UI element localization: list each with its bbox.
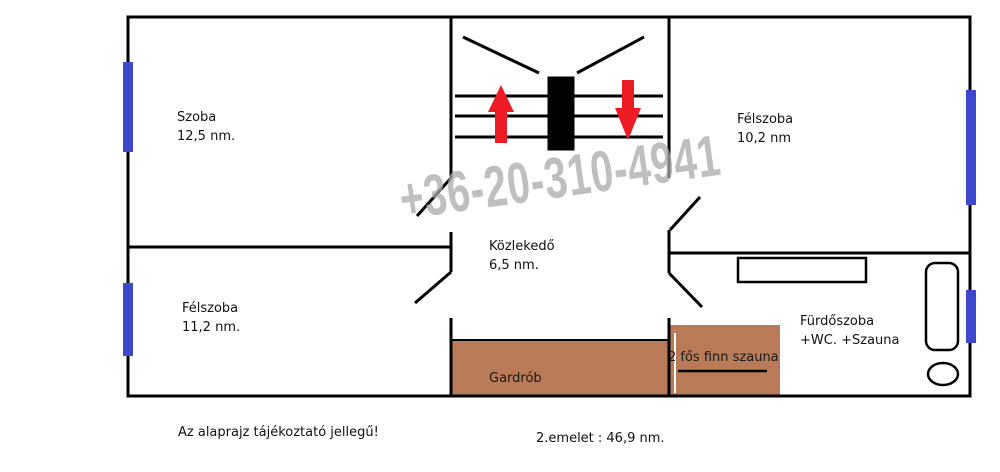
room-label-felszoba-right: Félszoba 10,2 nm: [737, 110, 793, 148]
disclaimer-note: Az alaprajz tájékoztató jellegű!: [178, 425, 379, 440]
room-area: 6,5 nm.: [489, 258, 539, 273]
arrow-down-icon: [615, 80, 641, 140]
room-area: +WC. +Szauna: [800, 333, 900, 348]
floor-info: 2.emelet : 46,9 nm.: [536, 431, 665, 446]
windows: [123, 62, 976, 356]
wardrobe-area: [450, 339, 670, 397]
room-area: 12,5 nm.: [177, 129, 236, 144]
toilet: [926, 361, 960, 387]
wardrobe-label: Gardrób: [489, 371, 542, 386]
bathtub: [736, 256, 868, 284]
room-name: Félszoba: [737, 112, 794, 127]
room-label-furdoszoba: Fürdőszoba +WC. +Szauna: [800, 312, 899, 350]
shower: [924, 261, 960, 352]
arrow-up-icon: [488, 85, 514, 143]
room-label-felszoba-left: Félszoba 11,2 nm.: [182, 299, 240, 337]
room-name: Szoba: [177, 110, 217, 125]
room-name: Félszoba: [182, 301, 239, 316]
sauna-label: 2 fős finn szauna: [668, 350, 779, 365]
room-name: Közlekedő: [489, 239, 555, 254]
walls: [126, 15, 972, 398]
room-label-kozlekedo: Közlekedő 6,5 nm.: [489, 237, 555, 275]
room-area: 11,2 nm.: [182, 320, 241, 335]
room-area: 10,2 nm: [737, 131, 791, 146]
sauna-area: [670, 325, 780, 396]
room-name: Fürdőszoba: [800, 314, 875, 329]
room-label-szoba: Szoba 12,5 nm.: [177, 108, 235, 146]
fixtures: [736, 256, 960, 387]
